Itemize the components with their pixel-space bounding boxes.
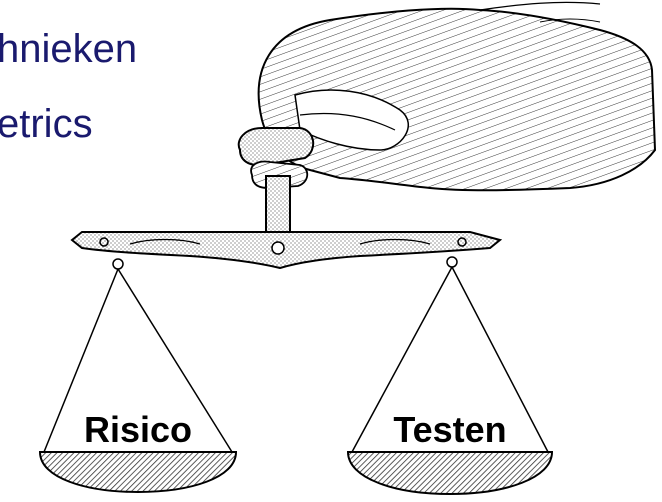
right-pan-label: Testen [393,409,506,450]
left-hook [112,258,124,270]
right-hook [446,256,458,268]
bullet-text-1: hnieken [0,27,138,71]
left-pan-label: Risico [84,409,192,450]
hand-icon [237,1,657,192]
bullet-text-2: etrics [0,102,93,146]
right-pan: Testen [346,266,554,496]
scale-beam [70,231,503,270]
left-pan: Risico [38,268,238,494]
